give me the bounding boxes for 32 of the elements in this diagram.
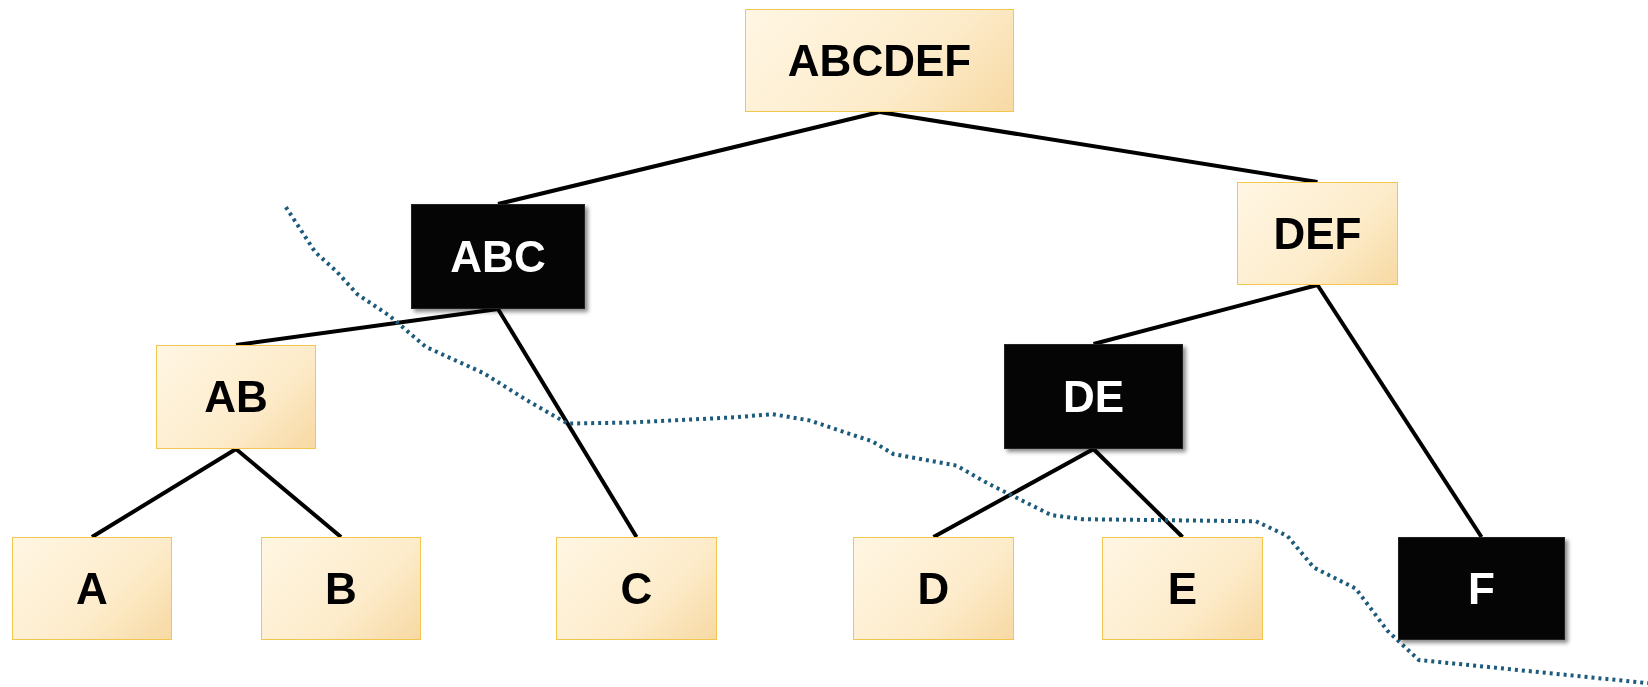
node-box — [1102, 537, 1263, 640]
highlighted-node-box — [1004, 344, 1183, 449]
connector-line — [90, 447, 238, 539]
node-box — [1237, 182, 1398, 285]
node-box — [556, 537, 717, 640]
node-box — [853, 537, 1014, 640]
connector-line — [1092, 447, 1184, 539]
highlighted-node-box — [1398, 537, 1565, 640]
connector-line — [235, 307, 499, 347]
node-box — [156, 345, 316, 449]
node-box — [12, 537, 172, 640]
node-box — [261, 537, 421, 640]
connector-line — [879, 110, 1318, 184]
connector-line — [1315, 283, 1484, 539]
node-label: ABCDEF — [787, 35, 972, 86]
node-box — [745, 9, 1014, 112]
node-label: C — [620, 563, 653, 614]
node-label: DE — [1062, 371, 1125, 422]
node-label: D — [917, 563, 950, 614]
node-label: DEF — [1273, 208, 1362, 259]
node-label: ABC — [450, 231, 546, 282]
connector-line — [932, 447, 1095, 539]
connector-line — [496, 307, 639, 539]
node-label: E — [1167, 563, 1198, 614]
connector-line — [1093, 283, 1318, 346]
highlighted-node-box — [411, 204, 585, 309]
node-label: A — [76, 563, 108, 614]
node-label: AB — [204, 372, 268, 422]
node-label: F — [1468, 563, 1495, 614]
connector-line — [497, 110, 880, 206]
node-label: B — [325, 563, 357, 614]
connector-line — [234, 447, 343, 539]
